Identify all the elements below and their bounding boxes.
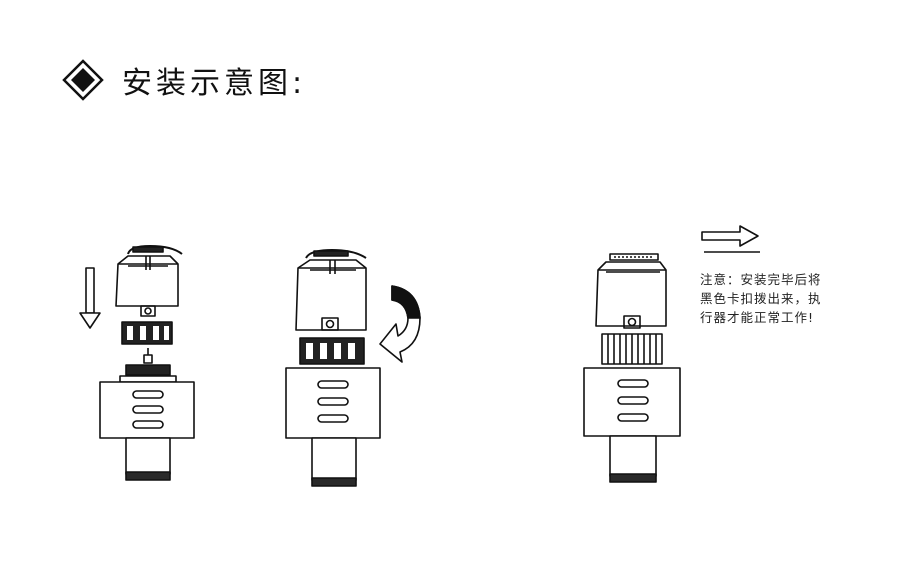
note-line: 注意：安装完毕后将: [700, 272, 822, 287]
step-2-assembly: [285, 249, 421, 487]
actuator-head: [115, 245, 183, 317]
locking-nut: [299, 337, 365, 365]
diamond-bullet-icon: [62, 59, 104, 101]
installation-note: 注意：安装完毕后将 黑色卡扣拨出来，执 行器才能正常工作!: [700, 270, 860, 327]
actuator-head: [295, 249, 367, 331]
section-heading: 安装示意图:: [62, 58, 306, 102]
step-1-assembly: [79, 245, 195, 481]
page-title: 安装示意图:: [122, 66, 307, 101]
step-3-assembly: [583, 253, 681, 483]
rotate-arrow-icon: [379, 285, 421, 363]
note-line: 行器才能正常工作!: [700, 310, 815, 325]
valve-body: [285, 367, 381, 487]
locking-nut: [121, 321, 173, 345]
note-line: 黑色卡扣拨出来，执: [700, 291, 822, 306]
down-arrow-icon: [79, 267, 101, 329]
valve-body: [99, 381, 195, 481]
actuator-head: [595, 253, 667, 329]
ribbed-nut: [601, 333, 663, 365]
right-arrow-icon: [701, 225, 760, 253]
valve-body: [583, 367, 681, 483]
